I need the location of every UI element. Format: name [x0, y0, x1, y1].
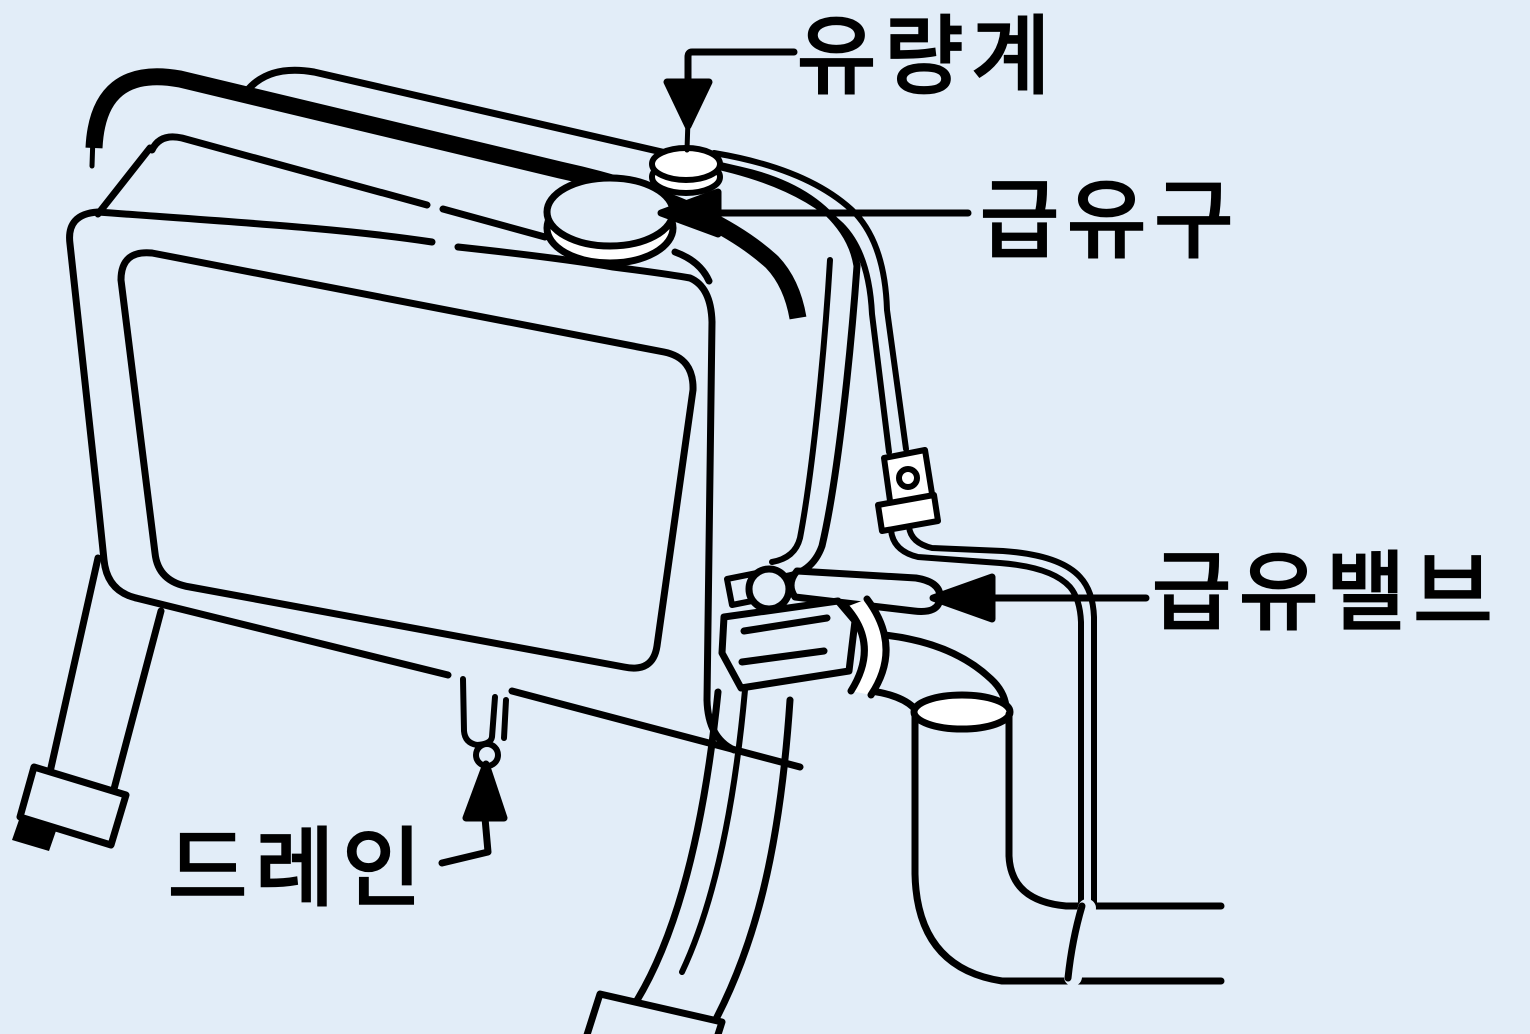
tank-legs [12, 554, 794, 1034]
fuel-valve-label: 급유밸브 [1152, 545, 1501, 641]
filler-port-label: 급유구 [980, 173, 1242, 269]
filler-cap [543, 174, 677, 250]
tank-front-face [66, 208, 804, 771]
drain-label: 드레인 [168, 821, 430, 917]
left-foot-cap [12, 817, 57, 851]
flow-meter-label: 유량계 [797, 9, 1059, 105]
drain-fitting [460, 676, 509, 769]
tank-right-side [769, 257, 861, 581]
tank-top-rim [85, 66, 861, 320]
flow-meter-callout [663, 48, 798, 153]
filler-port-callout [657, 188, 972, 238]
line-clamp [875, 492, 941, 534]
fuel-valve [718, 565, 944, 699]
flow-meter-arrow-icon [663, 78, 713, 130]
drain-arrow-icon [462, 760, 508, 822]
right-foot [583, 990, 726, 1034]
left-foot [16, 763, 130, 849]
callouts [438, 48, 1150, 867]
valve-knob [745, 565, 793, 613]
drain-callout [438, 760, 508, 867]
fuel-valve-arrow-icon [929, 573, 996, 623]
filler-port-arrow-icon [657, 188, 722, 238]
fuel-valve-callout [929, 573, 1150, 623]
elbow-pipe [867, 630, 1225, 985]
tank-caps [543, 145, 723, 267]
valve-body [718, 597, 859, 692]
pipe-socket [910, 691, 1014, 733]
flow-meter-cap [649, 145, 723, 183]
valve-nozzle [787, 567, 944, 615]
fuel-line [697, 150, 1097, 986]
